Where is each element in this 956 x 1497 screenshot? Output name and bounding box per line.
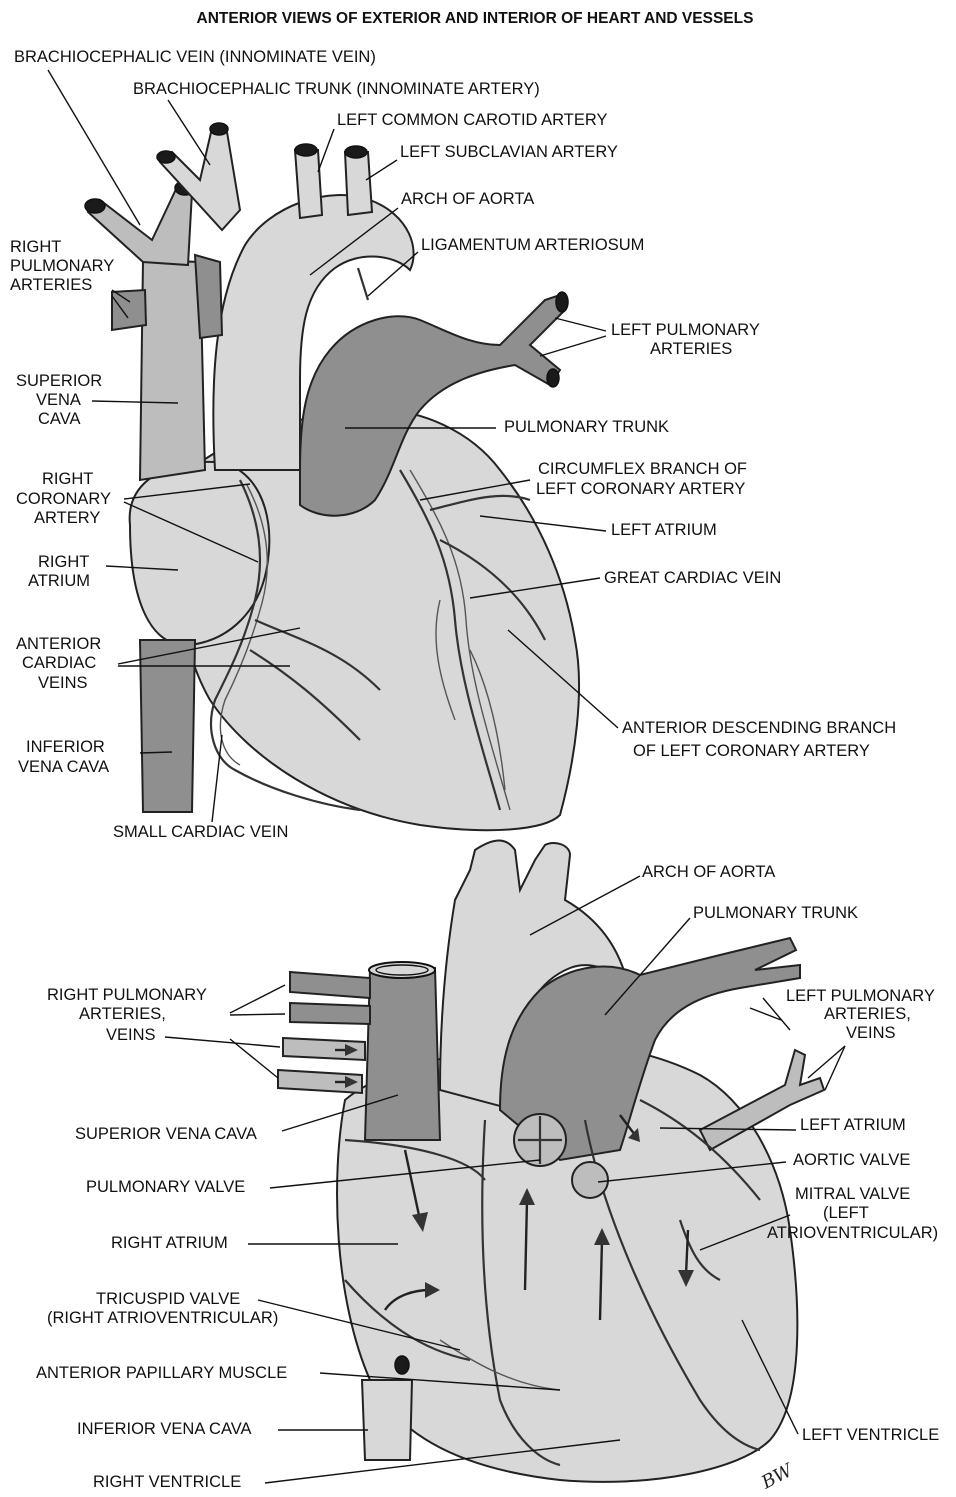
label-right-pulmonary-1: RIGHT <box>10 238 61 256</box>
exterior-superior-vena-cava <box>140 260 205 480</box>
label-int-mitral-valve-2: (LEFT <box>823 1204 869 1222</box>
artist-signature: BW <box>757 1459 797 1494</box>
label-right-pulmonary-3: ARTERIES <box>10 276 92 294</box>
diagram-title: ANTERIOR VIEWS OF EXTERIOR AND INTERIOR … <box>197 10 754 27</box>
label-int-superior-vena-cava: SUPERIOR VENA CAVA <box>75 1125 257 1143</box>
label-brachiocephalic-trunk: BRACHIOCEPHALIC TRUNK (INNOMINATE ARTERY… <box>133 80 540 98</box>
label-int-left-atrium: LEFT ATRIUM <box>800 1116 906 1134</box>
label-int-left-pulmonary-3: VEINS <box>846 1024 896 1042</box>
interior-heart-drawing <box>278 841 824 1482</box>
exterior-left-common-carotid <box>295 150 322 218</box>
label-left-atrium: LEFT ATRIUM <box>611 521 717 539</box>
label-brachiocephalic-vein: BRACHIOCEPHALIC VEIN (INNOMINATE VEIN) <box>14 48 376 66</box>
exterior-heart-drawing <box>85 123 579 830</box>
label-int-right-pulmonary-1: RIGHT PULMONARY <box>47 986 207 1004</box>
label-int-left-pulmonary-2: ARTERIES, <box>824 1005 911 1023</box>
label-right-coronary-2: CORONARY <box>16 490 111 508</box>
exterior-trunk-cap-left <box>157 151 175 163</box>
label-pulmonary-trunk: PULMONARY TRUNK <box>504 418 669 436</box>
label-ligamentum-arteriosum: LIGAMENTUM ARTERIOSUM <box>421 236 644 254</box>
label-right-coronary-1: RIGHT <box>42 470 93 488</box>
label-left-pulmonary-1: LEFT PULMONARY <box>611 321 760 339</box>
label-right-pulmonary-2: PULMONARY <box>10 257 114 275</box>
label-right-coronary-3: ARTERY <box>34 509 100 527</box>
label-circumflex-1: CIRCUMFLEX BRANCH OF <box>538 460 747 478</box>
interior-inferior-vena-cava <box>362 1380 412 1460</box>
exterior-right-pulmonary-arteries <box>112 290 146 330</box>
label-anterior-cardiac-1: ANTERIOR <box>16 635 101 653</box>
label-svc-3: CAVA <box>38 410 80 428</box>
label-small-cardiac-vein: SMALL CARDIAC VEIN <box>113 823 288 841</box>
label-int-tricuspid-2: (RIGHT ATRIOVENTRICULAR) <box>47 1309 278 1327</box>
label-int-left-ventricle: LEFT VENTRICLE <box>802 1426 939 1444</box>
label-int-right-atrium: RIGHT ATRIUM <box>111 1234 228 1252</box>
label-right-atrium-2: ATRIUM <box>28 572 90 590</box>
label-int-tricuspid-1: TRICUSPID VALVE <box>96 1290 240 1308</box>
label-int-aortic-valve: AORTIC VALVE <box>793 1151 910 1169</box>
label-int-right-ventricle: RIGHT VENTRICLE <box>93 1473 241 1491</box>
label-svc-2: VENA <box>36 391 81 409</box>
label-anterior-descending-2: OF LEFT CORONARY ARTERY <box>633 742 870 760</box>
exterior-trunk-cap-right <box>210 123 228 135</box>
label-left-pulmonary-2: ARTERIES <box>650 340 732 358</box>
interior-right-pulmonary-artery-2 <box>290 1003 370 1024</box>
label-int-pulmonary-valve: PULMONARY VALVE <box>86 1178 245 1196</box>
exterior-ligamentum <box>358 268 368 300</box>
exterior-left-pulm-cap-upper <box>556 292 568 312</box>
label-left-subclavian: LEFT SUBCLAVIAN ARTERY <box>400 143 618 161</box>
label-right-atrium-1: RIGHT <box>38 553 89 571</box>
label-int-left-pulmonary-1: LEFT PULMONARY <box>786 987 935 1005</box>
label-circumflex-2: LEFT CORONARY ARTERY <box>536 480 745 498</box>
label-svc-1: SUPERIOR <box>16 372 102 390</box>
label-ivc-1: INFERIOR <box>26 738 105 756</box>
interior-right-pulmonary-artery-1 <box>290 972 370 998</box>
label-int-right-pulmonary-2: ARTERIES, <box>79 1005 166 1023</box>
label-int-anterior-papillary: ANTERIOR PAPILLARY MUSCLE <box>36 1364 287 1382</box>
interior-superior-vena-cava <box>365 968 440 1140</box>
exterior-left-subclavian <box>345 152 372 215</box>
label-int-arch-of-aorta: ARCH OF AORTA <box>642 863 775 881</box>
label-int-pulmonary-trunk: PULMONARY TRUNK <box>693 904 858 922</box>
interior-aortic-valve <box>572 1162 608 1198</box>
exterior-carotid-cap <box>295 144 317 156</box>
label-int-mitral-valve-1: MITRAL VALVE <box>795 1185 910 1203</box>
label-ivc-2: VENA CAVA <box>18 758 109 776</box>
exterior-subclavian-cap <box>345 146 367 158</box>
label-int-inferior-vena-cava: INFERIOR VENA CAVA <box>77 1420 252 1438</box>
label-left-common-carotid: LEFT COMMON CAROTID ARTERY <box>337 111 607 129</box>
exterior-vein-cap-left <box>85 199 105 213</box>
interior-coronary-sinus <box>395 1356 409 1374</box>
label-great-cardiac-vein: GREAT CARDIAC VEIN <box>604 569 781 587</box>
label-anterior-descending-1: ANTERIOR DESCENDING BRANCH <box>622 719 896 737</box>
label-arch-of-aorta: ARCH OF AORTA <box>401 190 534 208</box>
exterior-left-pulm-cap-lower <box>547 369 559 387</box>
exterior-right-pulmonary-vessel-upper <box>195 255 222 338</box>
label-anterior-cardiac-2: CARDIAC <box>22 654 96 672</box>
label-int-mitral-valve-3: ATRIOVENTRICULAR) <box>767 1224 938 1242</box>
label-anterior-cardiac-3: VEINS <box>38 674 88 692</box>
label-int-right-pulmonary-3: VEINS <box>106 1026 156 1044</box>
